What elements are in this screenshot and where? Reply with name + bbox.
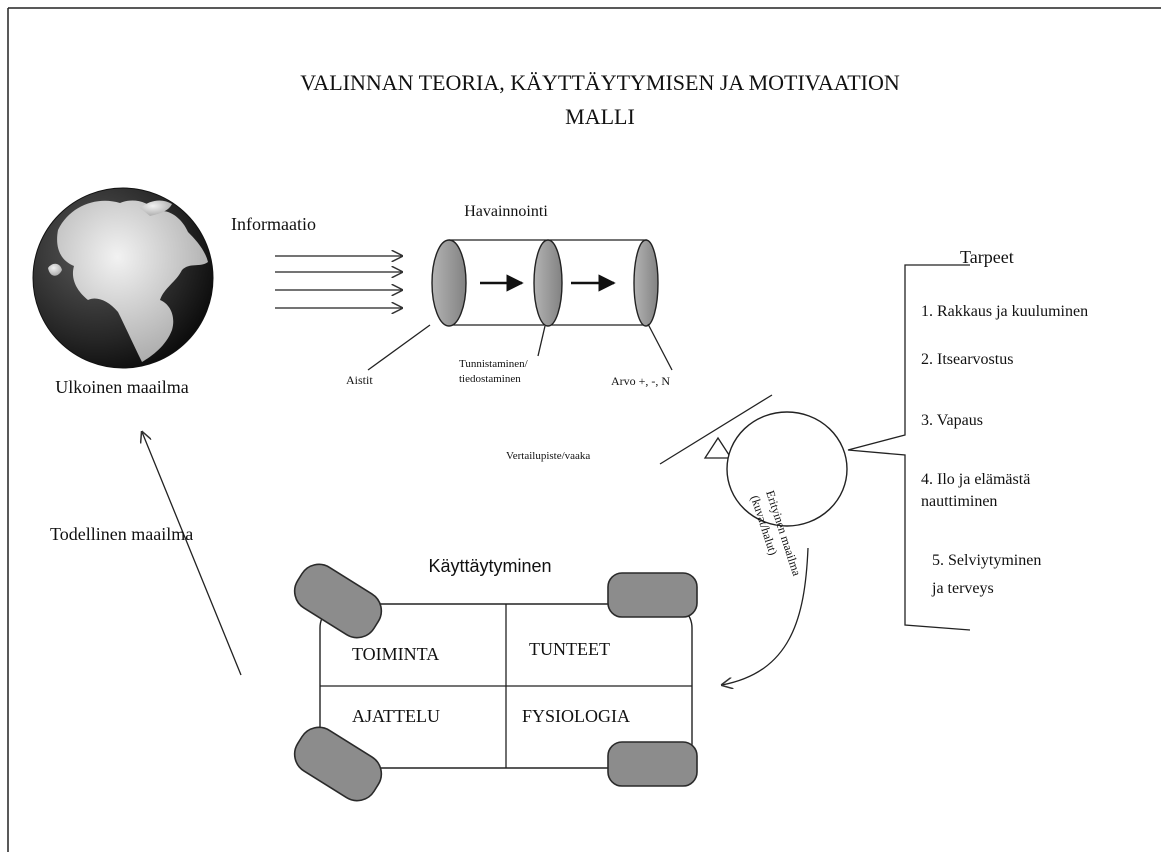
quadrant-feeling: TUNTEET [529,639,610,659]
outer-world-label: Ulkoinen maailma [55,377,188,397]
quadrant-thinking: AJATTELU [352,706,440,726]
behavior-title: Käyttäytyminen [428,556,551,576]
need-item-continued: nauttiminen [921,493,997,510]
value-label: Arvo +, -, N [611,374,670,388]
front-right-wheel [607,572,698,618]
title-line-2: MALLI [565,104,635,129]
title-line-1: VALINNAN TEORIA, KÄYTTÄYTYMISEN JA MOTIV… [300,70,900,95]
perception-title: Havainnointi [464,203,548,220]
behavior-car [293,563,698,802]
need-item: 4. Ilo ja elämästä [921,471,1030,488]
need-item: 5. Selviytyminen [932,552,1041,569]
front-left-wheel [293,563,383,639]
needs-bracket [847,264,971,631]
real-world-arrow [142,432,242,676]
quality-world-circle [726,411,848,527]
recognition-label-1: Tunnistaminen/ [459,358,529,370]
quadrant-physiology: FYSIOLOGIA [522,706,630,726]
quadrant-acting: TOIMINTA [352,644,439,664]
need-item: 2. Itsearvostus [921,351,1013,368]
perception-cylinder [367,239,673,371]
comparison-scale [659,394,773,465]
needs-list: 1. Rakkaus ja kuuluminen 2. Itsearvostus… [921,303,1088,597]
need-item: 1. Rakkaus ja kuuluminen [921,303,1088,320]
real-world-label: Todellinen maailma [50,524,193,544]
quality-to-behavior-arrow [722,547,809,685]
recognition-label-2: tiedostaminen [459,373,521,385]
information-arrows [275,256,402,308]
needs-title: Tarpeet [960,247,1014,267]
globe-icon [32,187,214,369]
senses-label: Aistit [346,373,373,387]
need-item-continued: ja terveys [931,580,994,597]
need-item: 3. Vapaus [921,412,983,429]
information-label: Informaatio [231,214,316,234]
comparison-label: Vertailupiste/vaaka [506,450,590,462]
rear-right-wheel [607,741,698,787]
rear-left-wheel [293,726,383,802]
